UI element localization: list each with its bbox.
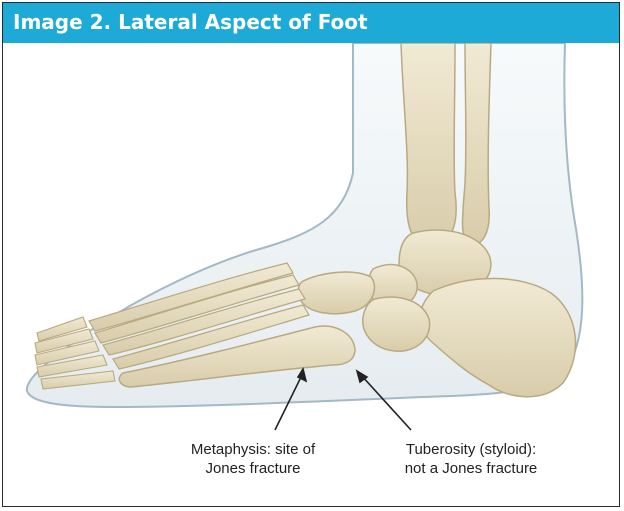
fibula-bone [463,43,492,244]
tibia-bone [401,43,456,248]
cuneiform-bones [298,272,374,314]
tuberosity-label: Tuberosity (styloid): not a Jones fractu… [383,440,559,478]
figure-title: Image 2. Lateral Aspect of Foot [13,10,368,34]
metaphysis-label: Metaphysis: site of Jones fracture [178,440,328,478]
cuboid-bone [363,297,430,351]
tuberosity-label-line1: Tuberosity (styloid): [383,440,559,459]
metaphysis-label-line2: Jones fracture [178,459,328,478]
tuberosity-label-line2: not a Jones fracture [383,459,559,478]
foot-illustration [3,43,619,433]
figure-panel: Image 2. Lateral Aspect of Foot [2,2,620,507]
metaphysis-label-line1: Metaphysis: site of [178,440,328,459]
title-bar: Image 2. Lateral Aspect of Foot [3,3,619,43]
